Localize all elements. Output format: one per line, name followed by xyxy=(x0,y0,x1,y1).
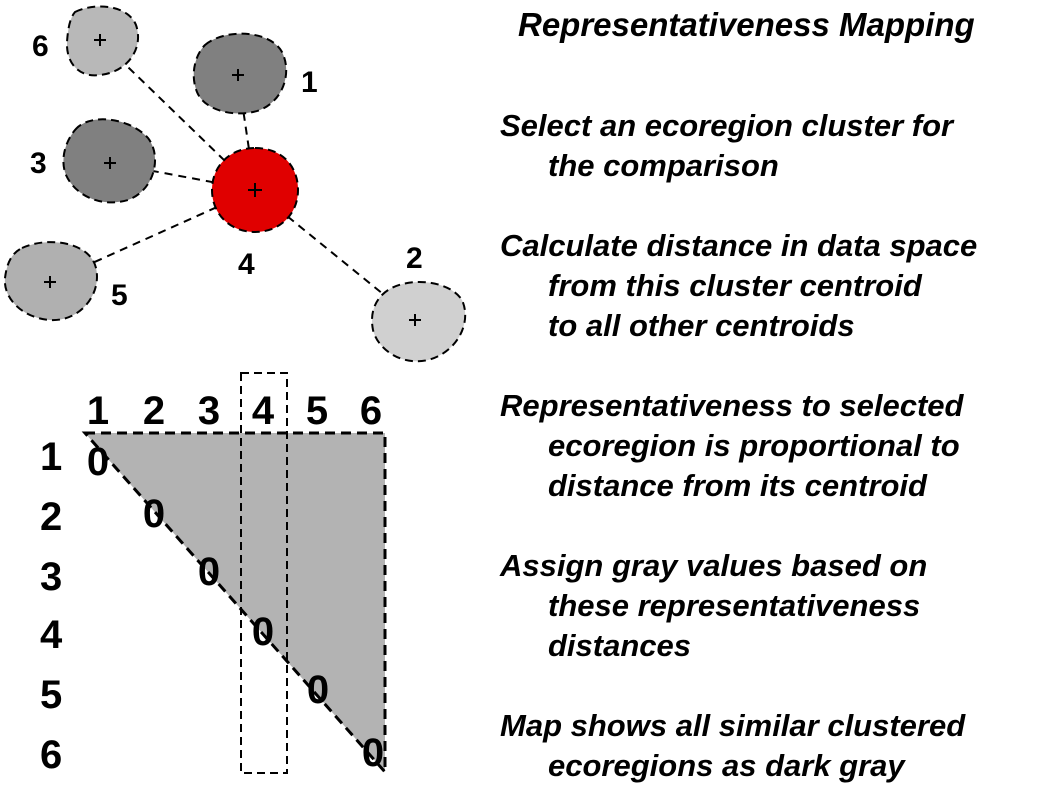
step-line: Map shows all similar clustered xyxy=(500,708,966,743)
distance-matrix: 1 2 3 4 5 6 1 2 3 4 5 6 0 0 0 0 0 0 xyxy=(40,372,387,777)
step-line: ecoregion is proportional to xyxy=(548,428,960,463)
matrix-diagonal-5: 0 xyxy=(307,668,329,712)
matrix-diagonal-3: 0 xyxy=(198,550,220,594)
step-line: Select an ecoregion cluster for xyxy=(500,108,954,143)
cluster-1-blob xyxy=(192,32,288,115)
centroid-2-cross xyxy=(409,314,421,326)
step-line: to all other centroids xyxy=(548,308,855,343)
matrix-diagonal-1: 0 xyxy=(87,440,109,484)
step-representativeness: Representativeness to selected ecoregion… xyxy=(500,386,964,506)
step-line: distance from its centroid xyxy=(548,468,927,503)
matrix-row-label-5: 5 xyxy=(40,673,62,717)
step-assign-gray: Assign gray values based on these repres… xyxy=(500,546,927,666)
matrix-diagonal-4: 0 xyxy=(252,610,274,654)
step-map-shows: Map shows all similar clustered ecoregio… xyxy=(500,706,965,786)
matrix-col-label-1: 1 xyxy=(87,389,109,433)
step-select-cluster: Select an ecoregion cluster for the comp… xyxy=(500,106,953,186)
step-line: Assign gray values based on xyxy=(500,548,928,583)
step-line: Representativeness to selected xyxy=(500,388,964,423)
step-line: Calculate distance in data space xyxy=(500,228,978,263)
centroid-1-cross xyxy=(232,69,244,81)
matrix-col-label-4: 4 xyxy=(252,389,275,433)
centroid-6-cross xyxy=(94,34,106,46)
centroid-5-cross xyxy=(44,276,56,288)
cluster-3-label: 3 xyxy=(30,147,47,180)
cluster-blobs xyxy=(3,5,467,363)
step-line: distances xyxy=(548,628,692,663)
step-line: from this cluster centroid xyxy=(548,268,922,303)
cluster-6-label: 6 xyxy=(32,30,49,63)
step-line: these representativeness xyxy=(548,588,921,623)
cluster-1-label: 1 xyxy=(301,66,318,99)
matrix-row-label-6: 6 xyxy=(40,733,62,777)
step-line: ecoregions as dark gray xyxy=(548,748,905,783)
selected-column-highlight xyxy=(240,372,288,774)
diagram-title: Representativeness Mapping xyxy=(518,6,975,43)
centroid-3-cross xyxy=(104,157,116,169)
matrix-diagonal-2: 0 xyxy=(143,492,165,536)
matrix-row-label-2: 2 xyxy=(40,495,62,539)
distance-line-3 xyxy=(109,162,256,191)
matrix-col-label-3: 3 xyxy=(198,389,220,433)
matrix-col-label-6: 6 xyxy=(360,389,382,433)
matrix-diagonal-6: 0 xyxy=(362,731,384,775)
cluster-5-label: 5 xyxy=(111,279,128,312)
matrix-row-label-3: 3 xyxy=(40,555,62,599)
matrix-col-label-2: 2 xyxy=(143,389,165,433)
cluster-2-label: 2 xyxy=(406,242,423,275)
centroid-markers xyxy=(44,34,421,326)
cluster-4-label: 4 xyxy=(238,248,255,281)
cluster-2-blob xyxy=(371,281,467,363)
matrix-upper-triangle xyxy=(81,431,387,776)
matrix-col-label-5: 5 xyxy=(306,389,328,433)
step-calculate-distance: Calculate distance in data space from th… xyxy=(500,226,977,346)
centroid-4-cross xyxy=(248,183,262,197)
matrix-row-label-4: 4 xyxy=(40,613,63,657)
step-line: the comparison xyxy=(548,148,779,183)
matrix-row-label-1: 1 xyxy=(40,435,62,479)
